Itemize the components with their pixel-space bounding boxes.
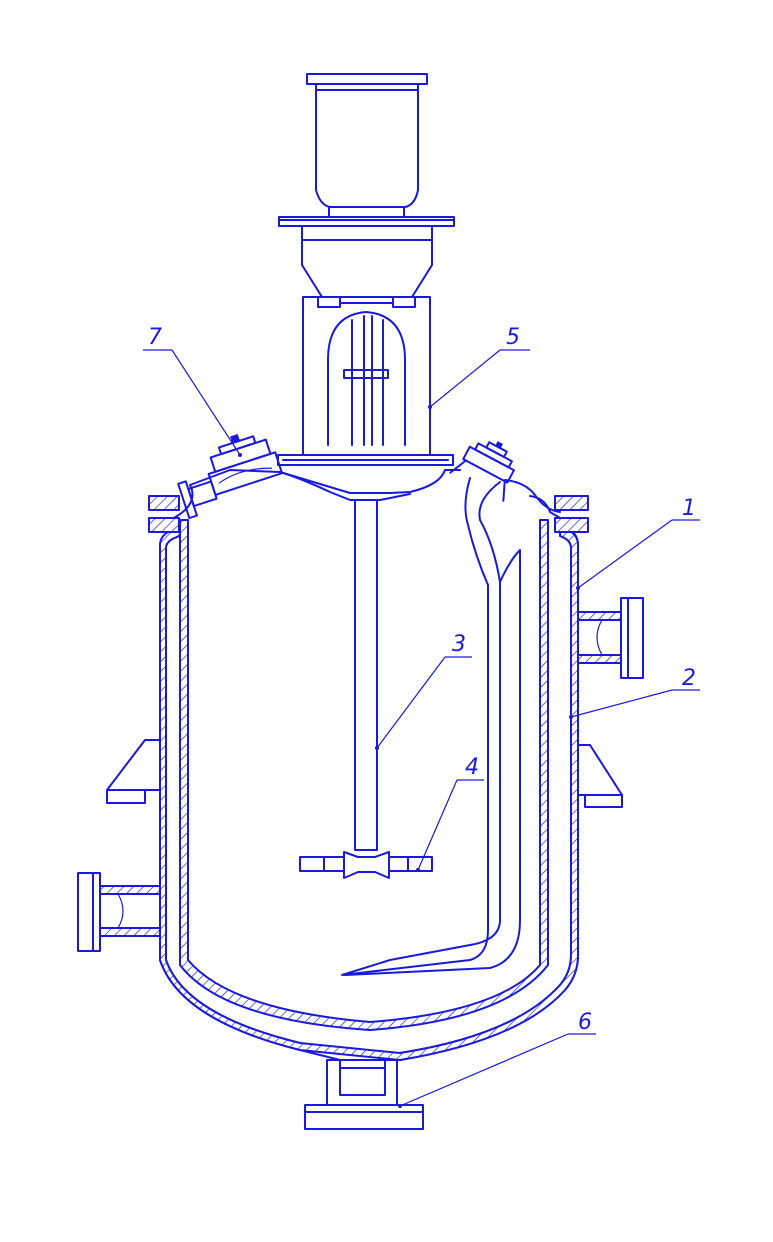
callout-1: 1: [576, 496, 700, 590]
callout-3: 3: [375, 632, 472, 750]
agitator-shaft: [354, 499, 378, 851]
drive-housing: [277, 296, 454, 466]
callout-label: 2: [682, 666, 696, 691]
vessel-wall: [179, 519, 549, 1031]
motor: [278, 73, 455, 227]
flange-clamps-right: [554, 495, 589, 533]
callout-label: 4: [465, 755, 479, 780]
callout-7: 7: [143, 325, 242, 457]
right-nozzle-fitting: [449, 441, 515, 502]
jacket-nozzle-right: [577, 597, 644, 679]
callout-2: 2: [569, 666, 700, 719]
bottom-outlet: [304, 1059, 424, 1130]
gearbox: [301, 225, 433, 304]
callout-6: 6: [398, 1010, 596, 1108]
callout-label: 1: [682, 496, 696, 521]
jacket-shell: [159, 527, 579, 1061]
callout-label: 7: [148, 325, 162, 350]
callout-5: 5: [428, 325, 530, 409]
vessel-lid: [169, 469, 561, 521]
dip-pipe: [341, 477, 521, 976]
jacket-nozzle-left: [77, 872, 161, 952]
agitator-impeller: [299, 851, 433, 879]
callout-label: 3: [452, 632, 466, 657]
support-lug-left: [106, 739, 161, 804]
support-lug-right: [577, 744, 623, 808]
callout-label: 6: [578, 1010, 592, 1035]
left-nozzle-fitting: [177, 433, 283, 520]
callout-4: 4: [416, 755, 484, 872]
callout-label: 5: [506, 325, 520, 350]
flange-clamps-left: [148, 495, 180, 533]
